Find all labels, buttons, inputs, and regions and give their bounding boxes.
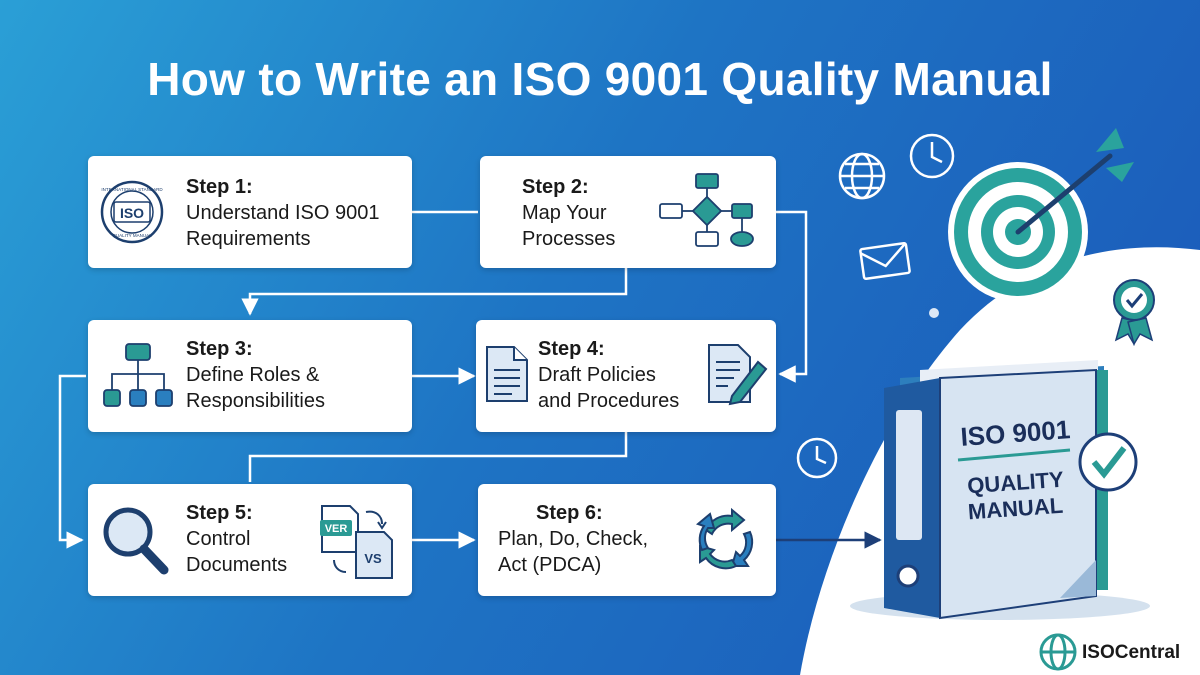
step-6-label: Step 6: <box>536 502 603 524</box>
step-5-text: Control Documents <box>186 528 288 576</box>
iso-seal-icon: ISO INTERNATIONAL STANDARD QUALITY MANUA… <box>100 180 163 244</box>
magnifier-icon <box>103 507 169 575</box>
document-icon <box>486 346 528 402</box>
brand-name: ISOCentral <box>1082 642 1181 663</box>
document-pen-icon <box>708 344 768 406</box>
clock-icon <box>909 133 955 179</box>
step-1-text: Understand ISO 9001 Requirements <box>186 202 380 250</box>
step-3-label: Step 3: <box>186 338 253 360</box>
step-card-3: Step 3: Define Roles & Responsibilities <box>88 320 412 432</box>
svg-text:QUALITY MANUAL: QUALITY MANUAL <box>112 233 152 238</box>
org-chart-icon <box>103 343 173 407</box>
svg-text:INTERNATIONAL STANDARD: INTERNATIONAL STANDARD <box>101 187 163 192</box>
flowchart-icon <box>659 173 754 247</box>
step-5-label: Step 5: <box>186 502 253 524</box>
step-card-1: ISO INTERNATIONAL STANDARD QUALITY MANUA… <box>88 156 412 268</box>
envelope-icon <box>859 241 911 281</box>
step-card-5: Step 5: Control Documents VER VS <box>88 484 412 596</box>
step-card-2: Step 2: Map Your Processes <box>480 156 776 268</box>
step-3-text: Define Roles & Responsibilities <box>186 364 325 412</box>
page-title: How to Write an ISO 9001 Quality Manual <box>147 53 1053 105</box>
svg-text:VER: VER <box>325 523 348 535</box>
step-4-text: Draft Policies and Procedures <box>538 364 680 412</box>
step-card-4: Step 4: Draft Policies and Procedures <box>476 320 776 432</box>
globe-icon <box>838 152 886 200</box>
step-1-label: Step 1: <box>186 176 253 198</box>
svg-text:VS: VS <box>364 551 382 566</box>
step-6-text: Plan, Do, Check, Act (PDCA) <box>498 528 649 576</box>
flow-connectors <box>58 210 808 549</box>
step-4-label: Step 4: <box>538 338 605 360</box>
step-2-text: Map Your Processes <box>522 202 616 250</box>
binder-illustration <box>850 360 1150 620</box>
isocentral-logo-icon <box>1039 633 1077 671</box>
award-badge-icon <box>1113 279 1155 346</box>
target-icon <box>948 128 1134 302</box>
svg-text:ISO: ISO <box>120 205 144 221</box>
version-control-icon: VER VS <box>320 505 393 579</box>
step-card-6: Step 6: Plan, Do, Check, Act (PDCA) <box>478 484 776 596</box>
cycle-arrows-icon <box>695 507 754 570</box>
step-2-label: Step 2: <box>522 176 589 198</box>
clock-icon-small <box>796 437 838 479</box>
